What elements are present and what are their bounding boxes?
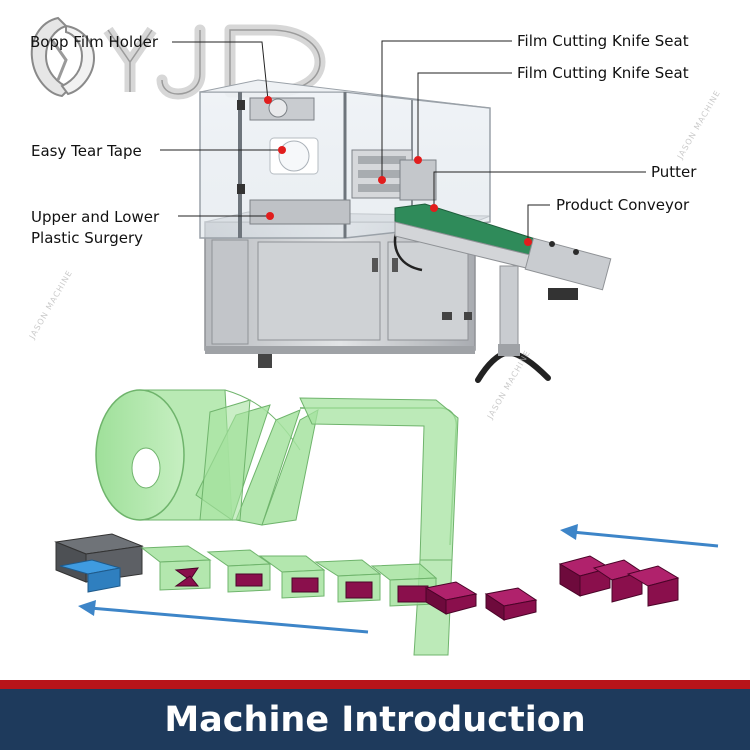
callout-lines <box>160 40 646 242</box>
footer-banner <box>0 680 750 750</box>
label-film-cutting-knife-seat-1: Film Cutting Knife Seat <box>517 32 689 50</box>
label-film-cutting-knife-seat-2: Film Cutting Knife Seat <box>517 64 689 82</box>
label-easy-tear-tape: Easy Tear Tape <box>31 142 142 160</box>
label-upper-lower-line2: Plastic Surgery <box>31 229 144 247</box>
flow-arrow-right <box>560 524 719 548</box>
callout-markers <box>264 96 532 246</box>
label-upper-lower-line1: Upper and Lower <box>31 208 160 226</box>
product-boxes <box>424 555 680 621</box>
sealing-block <box>54 533 144 593</box>
footer-title: Machine Introduction <box>164 700 586 740</box>
film-folds <box>195 399 319 526</box>
film-web <box>299 397 459 656</box>
label-putter: Putter <box>651 163 697 181</box>
flow-arrow-left <box>78 600 369 634</box>
footer-stripe <box>0 680 750 689</box>
label-bopp-film-holder: Bopp Film Holder <box>30 33 159 51</box>
label-product-conveyor: Product Conveyor <box>556 196 690 214</box>
wrapped-packs <box>140 545 438 607</box>
wrapping-machine <box>199 79 612 383</box>
